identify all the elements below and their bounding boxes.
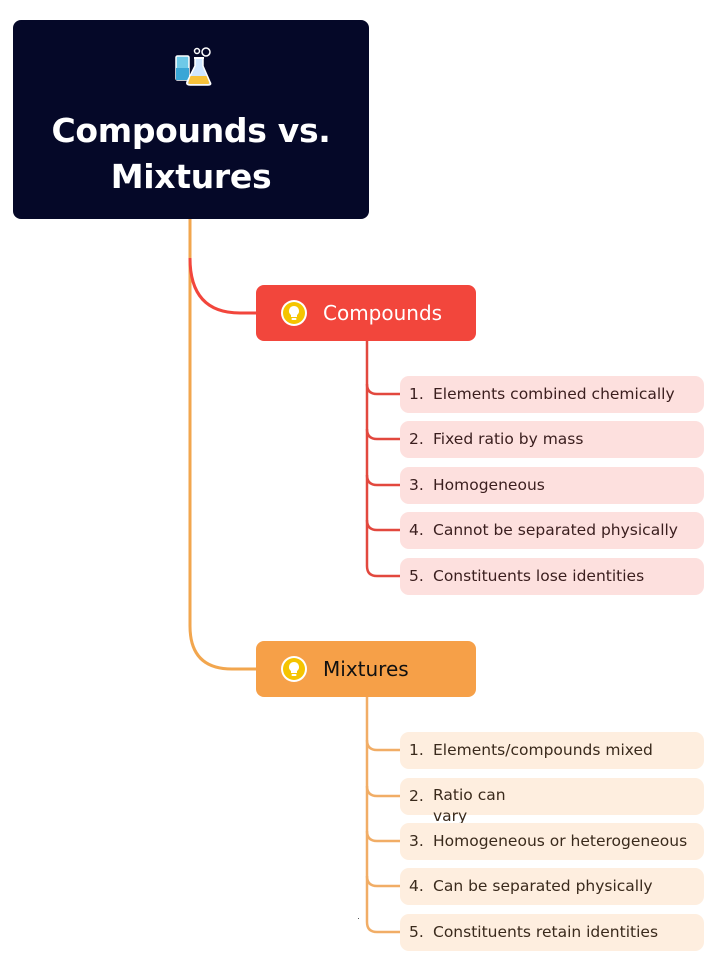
item-number: 2. — [409, 430, 424, 448]
item-text: Cannot be separated physically — [433, 521, 678, 539]
item-text: Fixed ratio by mass — [433, 430, 584, 448]
item-number: 3. — [409, 832, 424, 850]
subtopic-compounds-5[interactable]: 5. Constituents lose identities — [400, 558, 704, 595]
item-number: 5. — [409, 567, 424, 585]
item-text: Constituents lose identities — [433, 567, 645, 585]
item-number: 4. — [409, 521, 424, 539]
item-text: Elements combined chemically — [433, 385, 675, 403]
root-trunk-connector — [188, 219, 256, 671]
subtopic-compounds-3[interactable]: 3. Homogeneous — [400, 467, 704, 504]
item-text: Elements/compounds mixed — [433, 741, 653, 759]
subtopic-mixtures-3[interactable]: 3. Homogeneous or heterogeneous — [400, 823, 704, 860]
item-number: 1. — [409, 385, 424, 403]
topic-compounds[interactable]: Compounds — [256, 285, 476, 341]
compounds-connector — [188, 257, 256, 315]
topic-label: Mixtures — [323, 657, 409, 681]
lightbulb-icon — [281, 300, 307, 326]
root-title: Compounds vs. Mixtures — [51, 111, 331, 196]
subtopic-mixtures-1[interactable]: 1. Elements/compounds mixed — [400, 732, 704, 769]
mixtures-leaf-connectors — [365, 697, 400, 934]
subtopic-compounds-4[interactable]: 4. Cannot be separated physically — [400, 512, 704, 549]
item-text: Constituents retain identities — [433, 923, 659, 941]
item-number: 1. — [409, 741, 424, 759]
item-text: Homogeneous — [433, 476, 545, 494]
item-text: Can be separated physically — [433, 877, 653, 895]
stray-dot — [358, 918, 359, 919]
item-number: 4. — [409, 877, 424, 895]
topic-mixtures[interactable]: Mixtures — [256, 641, 476, 697]
compounds-leaf-connectors — [365, 341, 400, 578]
subtopic-mixtures-4[interactable]: 4. Can be separated physically — [400, 868, 704, 905]
subtopic-compounds-2[interactable]: 2. Fixed ratio by mass — [400, 421, 704, 458]
item-number: 3. — [409, 476, 424, 494]
item-text: Ratio can vary — [433, 786, 506, 825]
item-number: 2. — [409, 787, 424, 805]
lightbulb-icon — [281, 656, 307, 682]
item-text: Homogeneous or heterogeneous — [433, 832, 688, 850]
root-topic[interactable]: Compounds vs. Mixtures — [13, 20, 369, 219]
item-number: 5. — [409, 923, 424, 941]
subtopic-compounds-1[interactable]: 1. Elements combined chemically — [400, 376, 704, 413]
subtopic-mixtures-5[interactable]: 5. Constituents retain identities — [400, 914, 704, 951]
subtopic-mixtures-2[interactable]: 2. Ratio can vary — [400, 778, 704, 825]
science-flask-icon — [173, 46, 213, 92]
topic-label: Compounds — [323, 301, 443, 325]
